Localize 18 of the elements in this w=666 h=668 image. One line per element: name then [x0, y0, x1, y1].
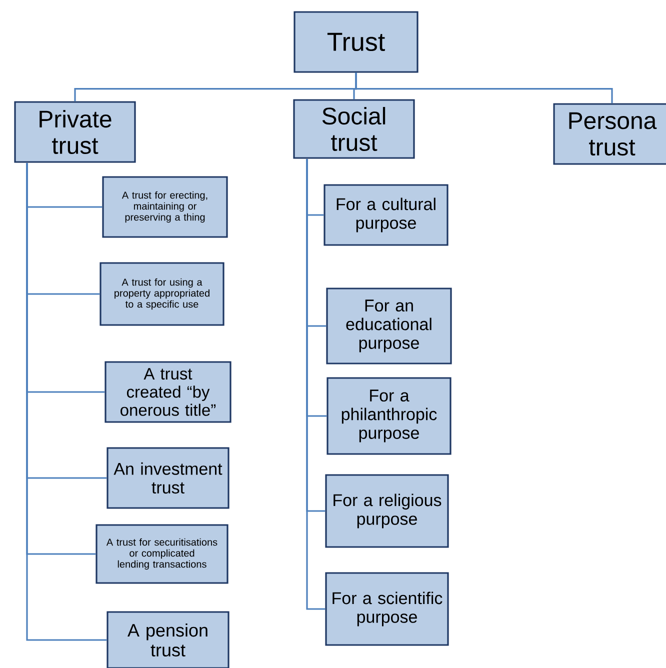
box: Trust — [294, 11, 418, 73]
box: For a philanthropic purpose — [326, 377, 452, 455]
box: Private trust — [14, 101, 136, 163]
box: For a scientific purpose — [325, 572, 449, 646]
connector-line — [355, 72, 613, 104]
connector-line — [26, 163, 107, 641]
connector-line — [306, 159, 326, 610]
box: For a religious purpose — [325, 474, 449, 548]
box: For an educational purpose — [326, 288, 452, 364]
box: An investment trust — [106, 447, 230, 509]
box: A trust for using a property appropriated to a specific use — [100, 262, 224, 326]
box: A trust created “by onerous title” — [104, 361, 232, 423]
box: A pension trust — [106, 611, 230, 668]
box: For a cultural purpose — [324, 184, 448, 246]
box: A trust for securitisations or complicated lending transactions — [96, 524, 228, 584]
box: Persona trust — [553, 103, 666, 165]
box: A trust for erecting, maintaining or preserving a thing — [102, 176, 228, 238]
box: Social trust — [293, 99, 415, 159]
